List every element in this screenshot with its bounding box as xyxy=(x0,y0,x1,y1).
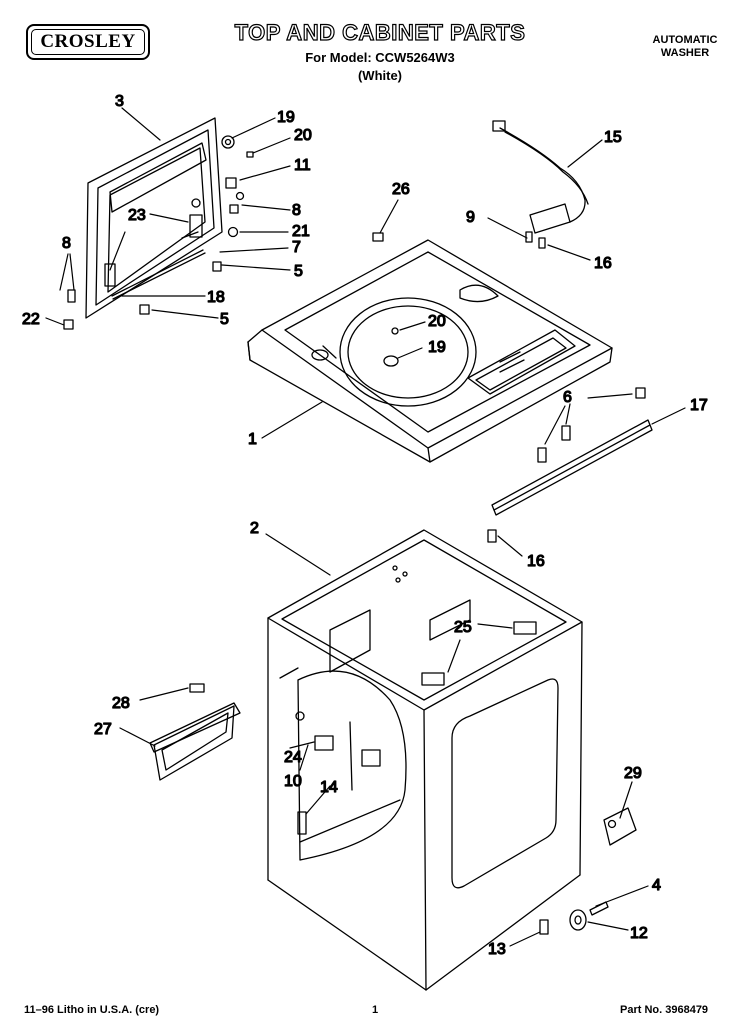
brand-name: CROSLEY xyxy=(31,29,145,55)
callout-4: 4 xyxy=(652,877,661,894)
washer-top xyxy=(247,239,613,463)
callout-15: 15 xyxy=(604,129,622,146)
part-number: Part No. 3968479 xyxy=(620,1004,709,1016)
callout-19b: 19 xyxy=(428,339,446,356)
callout-26: 26 xyxy=(392,181,410,198)
callout-22: 22 xyxy=(22,311,40,328)
callout-numbers: 3 19 20 11 8 21 7 5 18 5 23 8 22 15 9 16… xyxy=(21,92,708,958)
power-cord-assembly xyxy=(492,120,589,249)
callout-28: 28 xyxy=(112,695,130,712)
callout-21: 21 xyxy=(292,223,310,240)
callout-16b: 16 xyxy=(527,553,545,570)
color-line: (White) xyxy=(357,68,403,83)
callout-18: 18 xyxy=(207,289,225,306)
callout-29: 29 xyxy=(624,765,642,782)
callout-10: 10 xyxy=(284,773,302,790)
cabinet xyxy=(267,529,583,991)
callout-11: 11 xyxy=(294,157,311,174)
callout-8a: 8 xyxy=(292,202,301,219)
callout-9: 9 xyxy=(466,209,475,226)
callout-27: 27 xyxy=(94,721,112,738)
product-type-line1: AUTOMATIC xyxy=(652,34,718,46)
page-number: 1 xyxy=(372,1004,379,1016)
callout-7: 7 xyxy=(292,239,301,256)
callout-20a: 20 xyxy=(294,127,312,144)
callout-5b: 5 xyxy=(220,311,229,328)
callout-17: 17 xyxy=(690,397,708,414)
product-type-line2: WASHER xyxy=(660,47,710,59)
callout-1: 1 xyxy=(248,431,257,448)
callout-25: 25 xyxy=(454,619,472,636)
callout-24: 24 xyxy=(284,749,302,766)
callout-16a: 16 xyxy=(594,255,612,272)
callout-23: 23 xyxy=(128,207,146,224)
lid-assembly xyxy=(63,117,254,330)
callout-20b: 20 xyxy=(428,313,446,330)
top-bracket xyxy=(487,387,653,543)
callout-8b: 8 xyxy=(62,235,71,252)
crosley-logo: CROSLEY xyxy=(26,24,150,60)
screw-26 xyxy=(372,232,384,242)
leader-lines xyxy=(45,107,686,947)
callout-6: 6 xyxy=(563,389,572,406)
callout-19a: 19 xyxy=(277,109,295,126)
callout-2: 2 xyxy=(250,520,259,537)
page-title: TOP AND CABINET PARTS xyxy=(234,19,526,45)
callout-13: 13 xyxy=(488,941,506,958)
callout-3: 3 xyxy=(115,93,124,110)
callout-14: 14 xyxy=(320,779,338,796)
callout-12: 12 xyxy=(630,925,648,942)
print-info: 11–96 Litho in U.S.A. (cre) xyxy=(24,1004,160,1016)
callout-5a: 5 xyxy=(294,263,303,280)
access-panel xyxy=(149,683,241,781)
model-line: For Model: CCW5264W3 xyxy=(305,50,455,65)
